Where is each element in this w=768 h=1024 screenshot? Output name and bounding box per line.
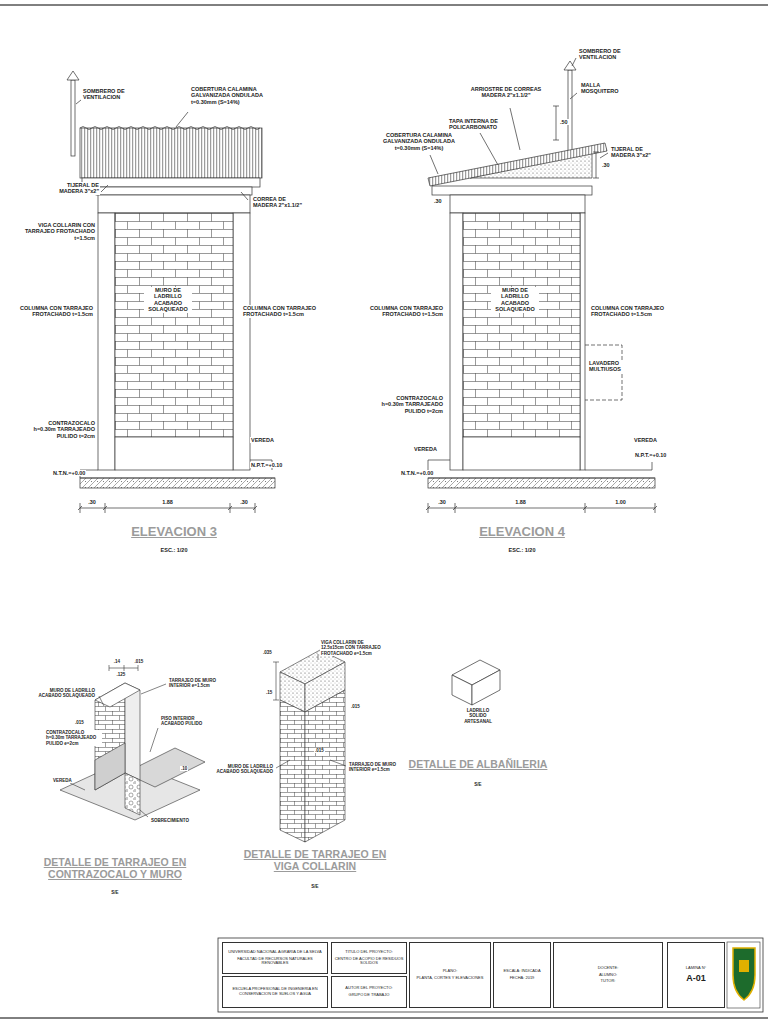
annotation-label: .10	[180, 766, 188, 771]
title-block-cell: LAMINA N° A-01	[667, 942, 725, 1008]
title-block-cell: AUTOR DEL PROYECTO: GRUPO DE TRABAJO	[331, 976, 407, 1008]
title-block-text: TUTOR:	[556, 979, 660, 984]
annotation-label: COLUMNA CON TARRAJEO FROTACHADO t=1.5cm	[242, 305, 318, 318]
annotation-label: VEREDA	[52, 778, 73, 783]
annotation-label: .50	[559, 119, 569, 125]
title-block-text: FECHA: 2019	[496, 976, 548, 981]
annotation-label: SOMBRERO DE VENTILACION	[82, 88, 142, 101]
title-block-text: FACULTAD DE RECURSOS NATURALES RENOVABLE…	[225, 957, 325, 967]
view-title: ELEVACION 3	[130, 524, 218, 539]
title-block-text: PLANO:	[412, 969, 488, 974]
annotation-label: .015	[314, 748, 325, 753]
annotation-label: S/E	[310, 884, 319, 889]
title-block-text: AUTOR DEL PROYECTO:	[334, 986, 404, 991]
annotation-label: TIJERAL DE MADERA 3"x2"	[50, 182, 100, 195]
annotation-label: .125	[116, 672, 127, 677]
title-block-text: ALUMNO:	[556, 973, 660, 978]
annotation-label: VEREDA	[250, 437, 275, 443]
annotation-label: VEREDA	[633, 437, 658, 443]
annotation-label: TIJERAL DE MADERA 3"x2"	[610, 146, 662, 159]
title-block-cell: UNIVERSIDAD NACIONAL AGRARIA DE LA SELVA…	[222, 942, 328, 974]
annotation-label: .035	[262, 650, 273, 655]
annotation-label: SOMBRERO DE VENTILACION	[578, 48, 638, 61]
title-block-text: TITULO DEL PROYECTO:	[334, 950, 404, 955]
annotation-label: .30	[87, 499, 97, 505]
annotation-label: MURO DE LADRILLO ACABADO SOLAQUEADO	[144, 287, 192, 313]
annotation-label: TAPA INTERNA DE POLICARBONATO	[448, 118, 512, 131]
annotation-label: ARRIOSTRE DE CORREAS MADERA 2"x1.1/2"	[465, 86, 547, 99]
annotation-label: VIGA COLLARIN CON TARRAJEO FROTACHADO t=…	[18, 222, 96, 241]
annotation-label: SOBRECIMIENTO	[150, 818, 190, 823]
view-title: DETALLE DE TARRAJEO EN VIGA COLLARIN	[239, 848, 391, 873]
annotation-label: COBERTURA CALAMINA GALVANIZADA ONDULADA …	[190, 86, 282, 105]
annotation-label: CORREA DE MADERA 2"x1.1/2"	[252, 196, 312, 209]
title-block-cell: ESCALA: INDICADA FECHA: 2019	[493, 942, 551, 1008]
title-block-cell: DOCENTE: ALUMNO:TUTOR:	[553, 942, 663, 1008]
view-title: DETALLE DE TARRAJEO EN CONTRAZOCALO Y MU…	[39, 856, 191, 881]
annotation-label: N.P.T.=+0.10	[250, 462, 283, 468]
view-title: DETALLE DE ALBAÑILERIA	[408, 758, 549, 770]
annotation-label: N.T.N.=+0.00	[52, 470, 86, 476]
annotation-label: 1.88	[161, 499, 174, 505]
annotation-label: COLUMNA CON TARRAJEO FROTACHADO t=1.5cm	[368, 305, 444, 318]
annotation-label: .30	[239, 499, 249, 505]
annotation-label: S/E	[473, 782, 482, 787]
annotation-label: .015	[134, 659, 145, 664]
annotation-label: 1.88	[514, 499, 527, 505]
title-block-text: LAMINA N°	[670, 966, 722, 971]
annotation-label: S/E	[110, 890, 119, 895]
annotation-label: .15	[265, 690, 273, 695]
annotation-label: TARRAJEO DE MURO INTERIOR e=1.5cm	[168, 678, 222, 689]
title-block-cell: ESCUELA PROFESIONAL DE INGENIERIA EN CON…	[222, 976, 328, 1008]
title-block-text: A-01	[670, 973, 722, 984]
annotation-label: PISO INTERIOR ACABADO PULIDO	[160, 716, 210, 727]
annotation-label: CONTRAZOCALO h=0.30m TARRAJEADO PULIDO t…	[378, 395, 444, 414]
annotation-label: VEREDA	[413, 446, 438, 452]
title-block-cell: TITULO DEL PROYECTO: CENTRO DE ACOPIO DE …	[331, 942, 407, 974]
view-title: ELEVACION 4	[478, 524, 566, 539]
title-block-text: UNIVERSIDAD NACIONAL AGRARIA DE LA SELVA	[225, 950, 325, 955]
annotation-label: LADRILLO SOLIDO ARTESANAL	[457, 708, 499, 724]
title-block-text: CENTRO DE ACOPIO DE RESIDUOS SOLIDOS	[334, 957, 404, 967]
annotation-label: COBERTURA CALAMINA GALVANIZADA ONDULADA …	[373, 132, 465, 151]
title-block-text: ESCALA: INDICADA	[496, 969, 548, 974]
annotation-label: LAVADERO MULTIUSOS	[588, 360, 626, 373]
annotation-label: .30	[437, 499, 447, 505]
annotation-label: .14	[113, 659, 121, 664]
annotation-label: ESC.: 1/20	[160, 547, 189, 553]
annotation-label: .015	[74, 720, 85, 725]
title-block-text: ESCUELA PROFESIONAL DE INGENIERIA EN CON…	[225, 987, 325, 997]
annotation-label: CONTRAZOCALO h=0.30m TARRAJEADO PULIDO e…	[45, 730, 102, 746]
annotation-label: N.T.N.=+0.00	[400, 470, 434, 476]
annotation-label: MALLA MOSQUITERO	[580, 82, 630, 95]
title-block-text: DOCENTE:	[556, 966, 660, 971]
title-block-text: PLANTA, CORTES Y ELEVACIONES	[412, 976, 488, 981]
annotation-label: .015	[350, 704, 361, 709]
annotation-label: 1.00	[614, 499, 627, 505]
annotation-label: .30	[601, 162, 611, 168]
title-block-cell: PLANO: PLANTA, CORTES Y ELEVACIONES	[409, 942, 491, 1008]
annotation-label: COLUMNA CON TARRAJEO FROTACHADO t=1.5cm	[590, 305, 666, 318]
annotation-label: N.P.T.=+0.10	[634, 452, 667, 458]
annotation-label: COLUMNA CON TARRAJEO FROTACHADO t=1.5cm	[18, 305, 94, 318]
annotation-label: MURO DE LADRILLO ACABADO SOLAQUEADO	[491, 287, 539, 313]
title-block-text: GRUPO DE TRABAJO	[334, 993, 404, 998]
annotation-label: .30	[433, 198, 443, 204]
annotation-label: CONTRAZOCALO h=0.30m TARRAJEADO PULIDO t…	[30, 420, 96, 439]
annotation-label: ESC.: 1/20	[508, 547, 537, 553]
annotation-label: TARRAJEO DE MURO INTERIOR e=1.5cm	[348, 762, 402, 773]
annotation-label: MURO DE LADRILLO ACABADO SOLAQUEADO	[212, 764, 274, 775]
annotation-label: VIGA COLLARIN DE 12.5x15cm CON TARRAJEO …	[320, 640, 386, 656]
annotation-label: MURO DE LADRILLO ACABADO SOLAQUEADO	[36, 688, 96, 699]
